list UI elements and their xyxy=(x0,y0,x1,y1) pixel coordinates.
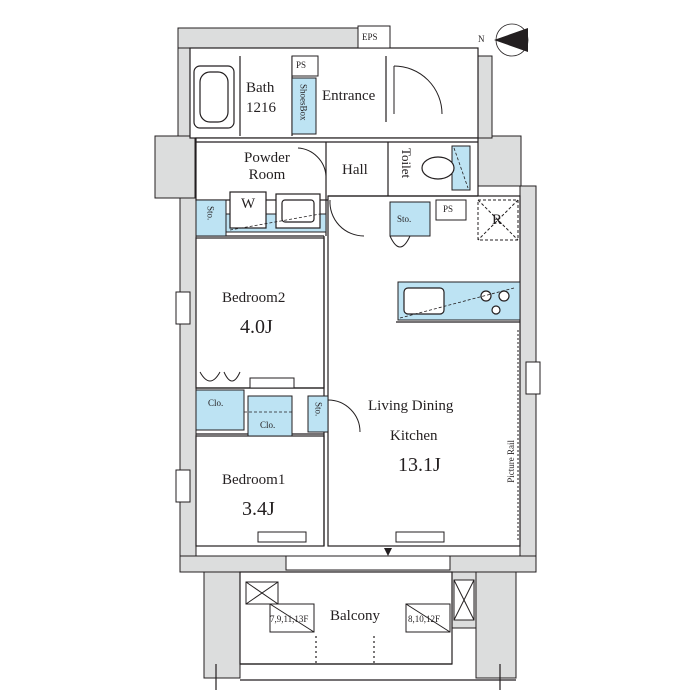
hall-label: Hall xyxy=(342,162,368,178)
storage-hall xyxy=(389,201,431,237)
refrigerator-box xyxy=(477,199,519,241)
closet-right-label: Clo. xyxy=(260,420,276,430)
shoes-box xyxy=(291,77,317,135)
column-right xyxy=(477,135,522,187)
entrance-label: Entrance xyxy=(322,88,376,104)
balcony-wall-right xyxy=(475,571,517,679)
washer xyxy=(229,191,321,229)
bedroom2-area xyxy=(195,237,325,389)
shaft-boxes xyxy=(291,25,467,221)
bedroom2-size-label: 4.0J xyxy=(240,316,273,338)
bath-label: Bath xyxy=(246,80,275,96)
unit-floors-right-label: 8,10,12F xyxy=(408,614,441,624)
column-left xyxy=(154,135,196,199)
storage-hall-label: Sto. xyxy=(397,214,412,224)
storage-mid xyxy=(307,395,329,433)
ldk-line1-label: Living Dining xyxy=(368,398,454,414)
bedroom2-label: Bedroom2 xyxy=(222,290,286,306)
windows xyxy=(175,291,541,503)
ps-mid-label: PS xyxy=(443,204,454,214)
bathtub xyxy=(193,65,235,129)
dashed-overlays xyxy=(229,147,515,413)
eps-box xyxy=(357,25,391,49)
ac-units xyxy=(245,579,475,633)
ldk-area xyxy=(327,195,521,547)
eps-label: EPS xyxy=(362,32,378,42)
ps-box-mid xyxy=(435,199,467,221)
washer-label: W xyxy=(241,196,256,212)
bath-size-label: 1216 xyxy=(246,100,276,116)
sliding-doors xyxy=(249,377,451,571)
ldk-line2-label: Kitchen xyxy=(390,428,438,444)
ps-box-top xyxy=(291,55,319,77)
balcony-label: Balcony xyxy=(330,608,380,624)
shoes-box-label: ShoesBox xyxy=(298,84,309,121)
storage-left-label: Sto. xyxy=(205,206,216,221)
wall-top-right xyxy=(477,55,493,139)
compass-north-label: N xyxy=(478,34,485,44)
entrance-marker xyxy=(384,548,392,556)
closet-left-label: Clo. xyxy=(208,398,224,408)
toilet-bowl xyxy=(421,156,455,180)
toilet-label: Toilet xyxy=(398,148,414,179)
closet-left xyxy=(195,389,245,431)
kitchen-appliances xyxy=(403,287,510,315)
wall-left xyxy=(179,197,197,573)
unit-floors-left-label: 7,9,11,13F xyxy=(270,614,309,624)
storage-mid-label: Sto. xyxy=(313,402,324,417)
bedroom1-label: Bedroom1 xyxy=(222,472,286,488)
closet-right xyxy=(247,395,293,437)
bedroom1-size-label: 3.4J xyxy=(242,498,275,520)
refrigerator-label: R xyxy=(492,212,503,228)
bedroom1-area xyxy=(195,435,325,547)
ps-top-label: PS xyxy=(296,60,307,70)
ldk-size-label: 13.1J xyxy=(398,454,441,476)
compass-icon xyxy=(494,23,529,57)
wall-top xyxy=(177,27,359,49)
balcony-wall-left xyxy=(203,571,241,679)
powder-room-label: Powder Room xyxy=(244,150,290,184)
picture-rail-label: Picture Rail xyxy=(506,440,516,483)
partitions xyxy=(196,56,520,690)
entrance-block xyxy=(189,47,479,139)
doors xyxy=(199,65,443,433)
